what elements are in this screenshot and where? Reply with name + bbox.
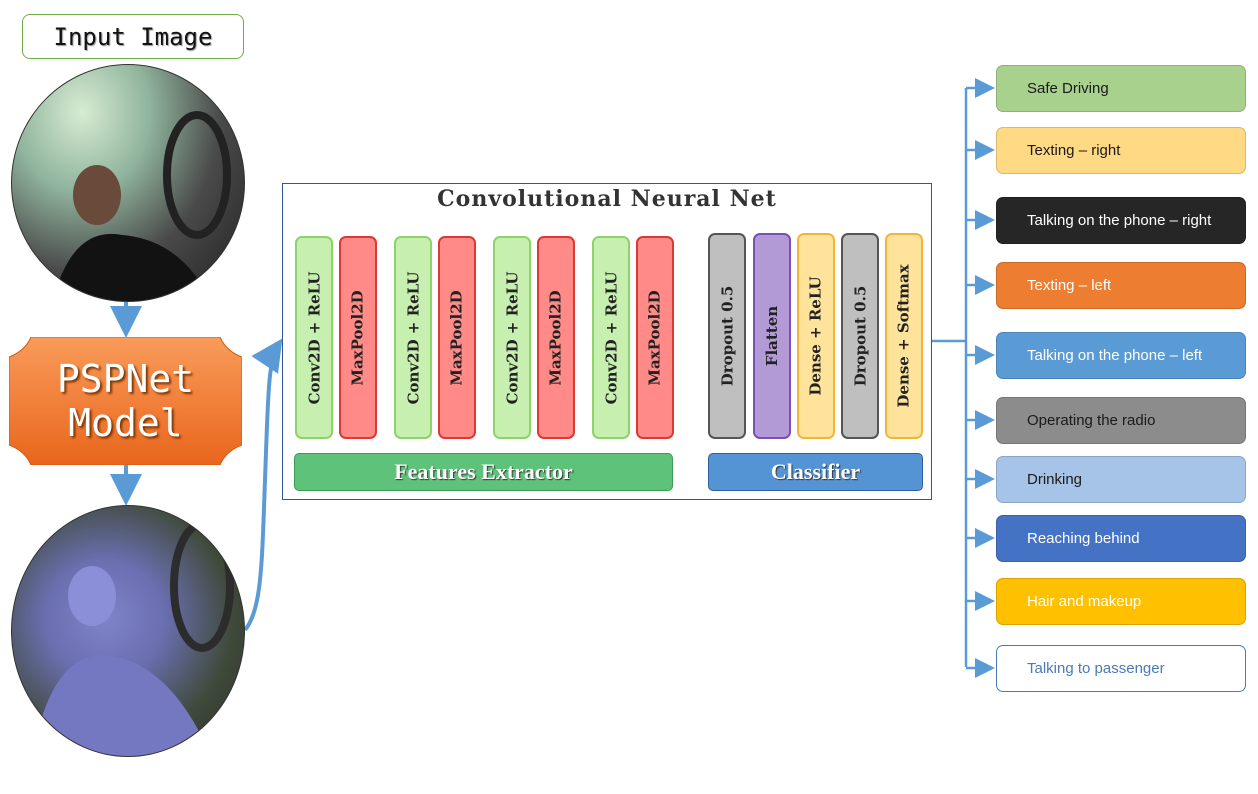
arrow-segmented-to-cnn <box>243 338 283 632</box>
layer-label: Dense + ReLU <box>807 276 825 396</box>
dropout-layer: Dropout 0.5 <box>708 233 746 439</box>
conv2d-relu-layer: Conv2D + ReLU <box>394 236 432 439</box>
class-box: Drinking <box>996 456 1246 503</box>
input-image-label: Input Image <box>22 14 244 59</box>
layer-label: Conv2D + ReLU <box>602 271 620 404</box>
layer-label: MaxPool2D <box>349 289 368 386</box>
class-box: Safe Driving <box>996 65 1246 112</box>
segmented-head <box>68 566 116 626</box>
class-box: Texting – left <box>996 262 1246 309</box>
class-box: Reaching behind <box>996 515 1246 562</box>
classifier-bar: Classifier <box>708 453 923 491</box>
layer-label: Dense + Softmax <box>895 264 913 408</box>
layer-label: MaxPool2D <box>547 289 566 386</box>
class-arrows <box>966 78 995 678</box>
layer-label: Conv2D + ReLU <box>503 271 521 404</box>
layer-label: Flatten <box>763 305 781 367</box>
maxpool2d-layer: MaxPool2D <box>537 236 575 439</box>
layer-label: MaxPool2D <box>448 289 467 386</box>
features-extractor-bar: Features Extractor <box>294 453 673 491</box>
pspnet-label-line1: PSPNet <box>56 357 195 401</box>
pspnet-model-label: PSPNet Model <box>9 337 242 465</box>
layer-label: MaxPool2D <box>646 289 665 386</box>
maxpool2d-layer: MaxPool2D <box>339 236 377 439</box>
conv2d-relu-layer: Conv2D + ReLU <box>295 236 333 439</box>
dropout-layer: Dropout 0.5 <box>841 233 879 439</box>
segmented-photo-placeholder <box>32 520 234 756</box>
driver-photo-placeholder <box>52 111 231 301</box>
pspnet-badge-shape <box>9 337 242 465</box>
class-box: Texting – right <box>996 127 1246 174</box>
layer-label: Conv2D + ReLU <box>305 271 323 404</box>
pspnet-model-block: PSPNet Model <box>9 337 242 465</box>
input-photo <box>11 64 245 302</box>
cnn-title: Convolutional Neural Net <box>437 186 777 212</box>
class-box: Talking on the phone – left <box>996 332 1246 379</box>
driver-body <box>52 233 211 301</box>
segmented-photo <box>11 505 245 757</box>
pspnet-label-line2: Model <box>68 401 183 445</box>
dense-softmax-layer: Dense + Softmax <box>885 233 923 439</box>
layer-label: Conv2D + ReLU <box>404 271 422 404</box>
maxpool2d-layer: MaxPool2D <box>636 236 674 439</box>
maxpool2d-layer: MaxPool2D <box>438 236 476 439</box>
class-box: Operating the radio <box>996 397 1246 444</box>
flatten-layer: Flatten <box>753 233 791 439</box>
conv2d-relu-layer: Conv2D + ReLU <box>592 236 630 439</box>
class-box: Hair and makeup <box>996 578 1246 625</box>
driver-head <box>73 165 121 225</box>
class-box: Talking on the phone – right <box>996 197 1246 244</box>
dense-relu-layer: Dense + ReLU <box>797 233 835 439</box>
layer-label: Dropout 0.5 <box>718 285 736 387</box>
segmented-body <box>32 655 212 756</box>
layer-label: Dropout 0.5 <box>851 285 869 387</box>
class-box: Talking to passenger <box>996 645 1246 692</box>
steering-wheel <box>163 111 231 239</box>
conv2d-relu-layer: Conv2D + ReLU <box>493 236 531 439</box>
